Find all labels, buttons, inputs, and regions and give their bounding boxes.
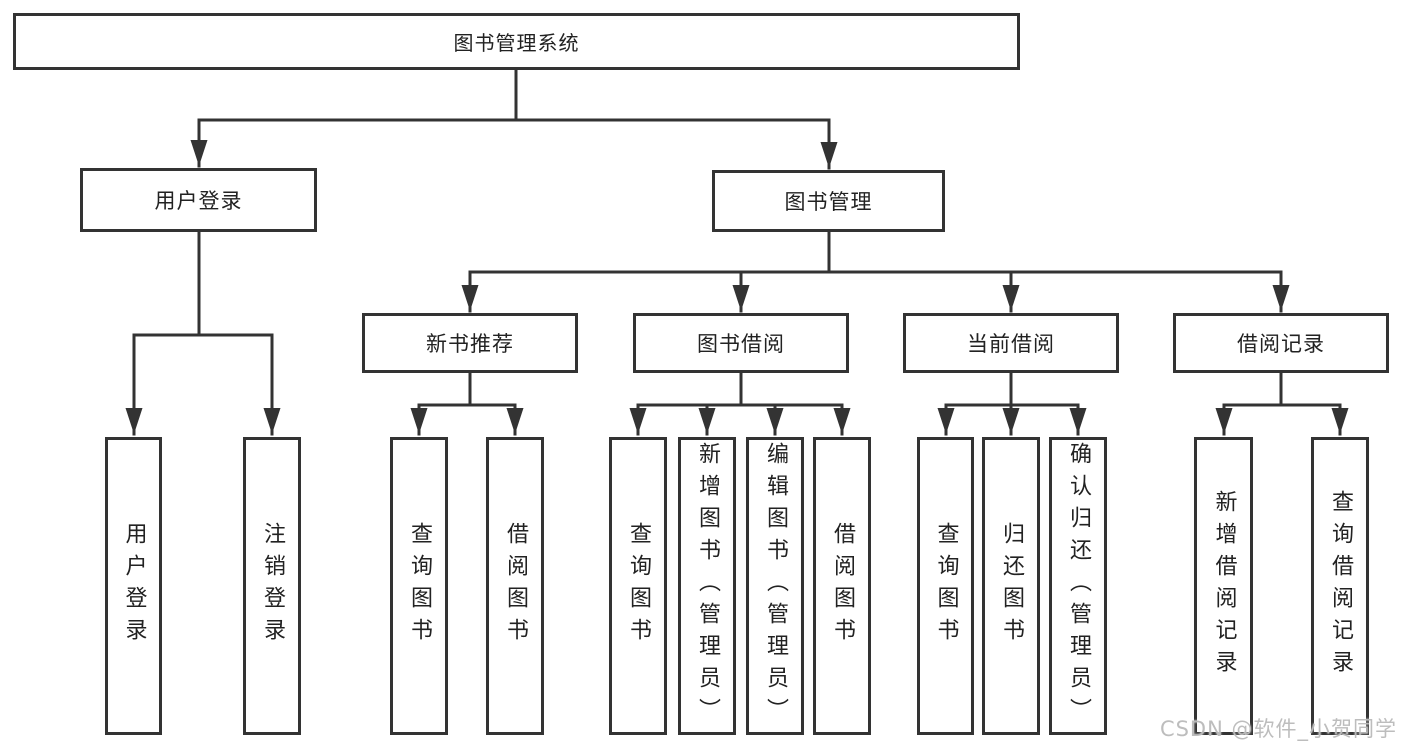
node-label: 查询图书 — [407, 522, 432, 650]
node-user-login: 用户登录 — [80, 168, 317, 232]
node-label: 确认归还（管理员） — [1066, 442, 1091, 730]
node-label: 新增图书（管理员） — [695, 442, 720, 730]
node-current-borrow: 当前借阅 — [903, 313, 1119, 373]
node-label: 归还图书 — [999, 522, 1024, 650]
node-book-borrow: 图书借阅 — [633, 313, 849, 373]
node-label: 编辑图书（管理员） — [763, 442, 788, 730]
node-label: 查询借阅记录 — [1328, 490, 1353, 682]
leaf-query-books-newbook: 查询图书 — [390, 437, 448, 735]
csdn-watermark: CSDN @软件_小贺同学 — [1159, 717, 1397, 741]
node-label: 借阅图书 — [503, 522, 528, 650]
node-label: 借阅记录 — [1237, 332, 1325, 356]
leaf-add-books-admin: 新增图书（管理员） — [678, 437, 736, 735]
leaf-user-login: 用户登录 — [105, 437, 162, 735]
node-label: 查询图书 — [626, 522, 651, 650]
node-label: 图书管理系统 — [453, 31, 580, 55]
node-label: 当前借阅 — [967, 332, 1055, 356]
node-label: 借阅图书 — [830, 522, 855, 650]
node-label: 图书借阅 — [697, 332, 785, 356]
leaf-edit-books-admin: 编辑图书（管理员） — [746, 437, 804, 735]
node-borrow-record: 借阅记录 — [1173, 313, 1389, 373]
node-new-book-recommend: 新书推荐 — [362, 313, 578, 373]
leaf-borrow-books: 借阅图书 — [813, 437, 871, 735]
node-label: 图书管理 — [784, 190, 873, 214]
node-label: 新增借阅记录 — [1211, 490, 1237, 682]
node-book-management: 图书管理 — [712, 170, 945, 232]
leaf-borrow-books-newbook: 借阅图书 — [486, 437, 544, 735]
node-label: 注销登录 — [260, 522, 285, 650]
leaf-return-books: 归还图书 — [982, 437, 1040, 735]
leaf-confirm-return-admin: 确认归还（管理员） — [1049, 437, 1107, 735]
node-label: 查询图书 — [933, 522, 959, 650]
node-root-system: 图书管理系统 — [13, 13, 1020, 70]
leaf-query-books-borrow: 查询图书 — [609, 437, 667, 735]
leaf-add-borrow-record: 新增借阅记录 — [1194, 437, 1253, 735]
leaf-logout: 注销登录 — [243, 437, 301, 735]
leaf-query-borrow-record: 查询借阅记录 — [1311, 437, 1369, 735]
node-label: 用户登录 — [121, 522, 147, 650]
node-label: 新书推荐 — [426, 332, 514, 356]
leaf-query-books-current: 查询图书 — [917, 437, 974, 735]
node-label: 用户登录 — [154, 189, 243, 213]
